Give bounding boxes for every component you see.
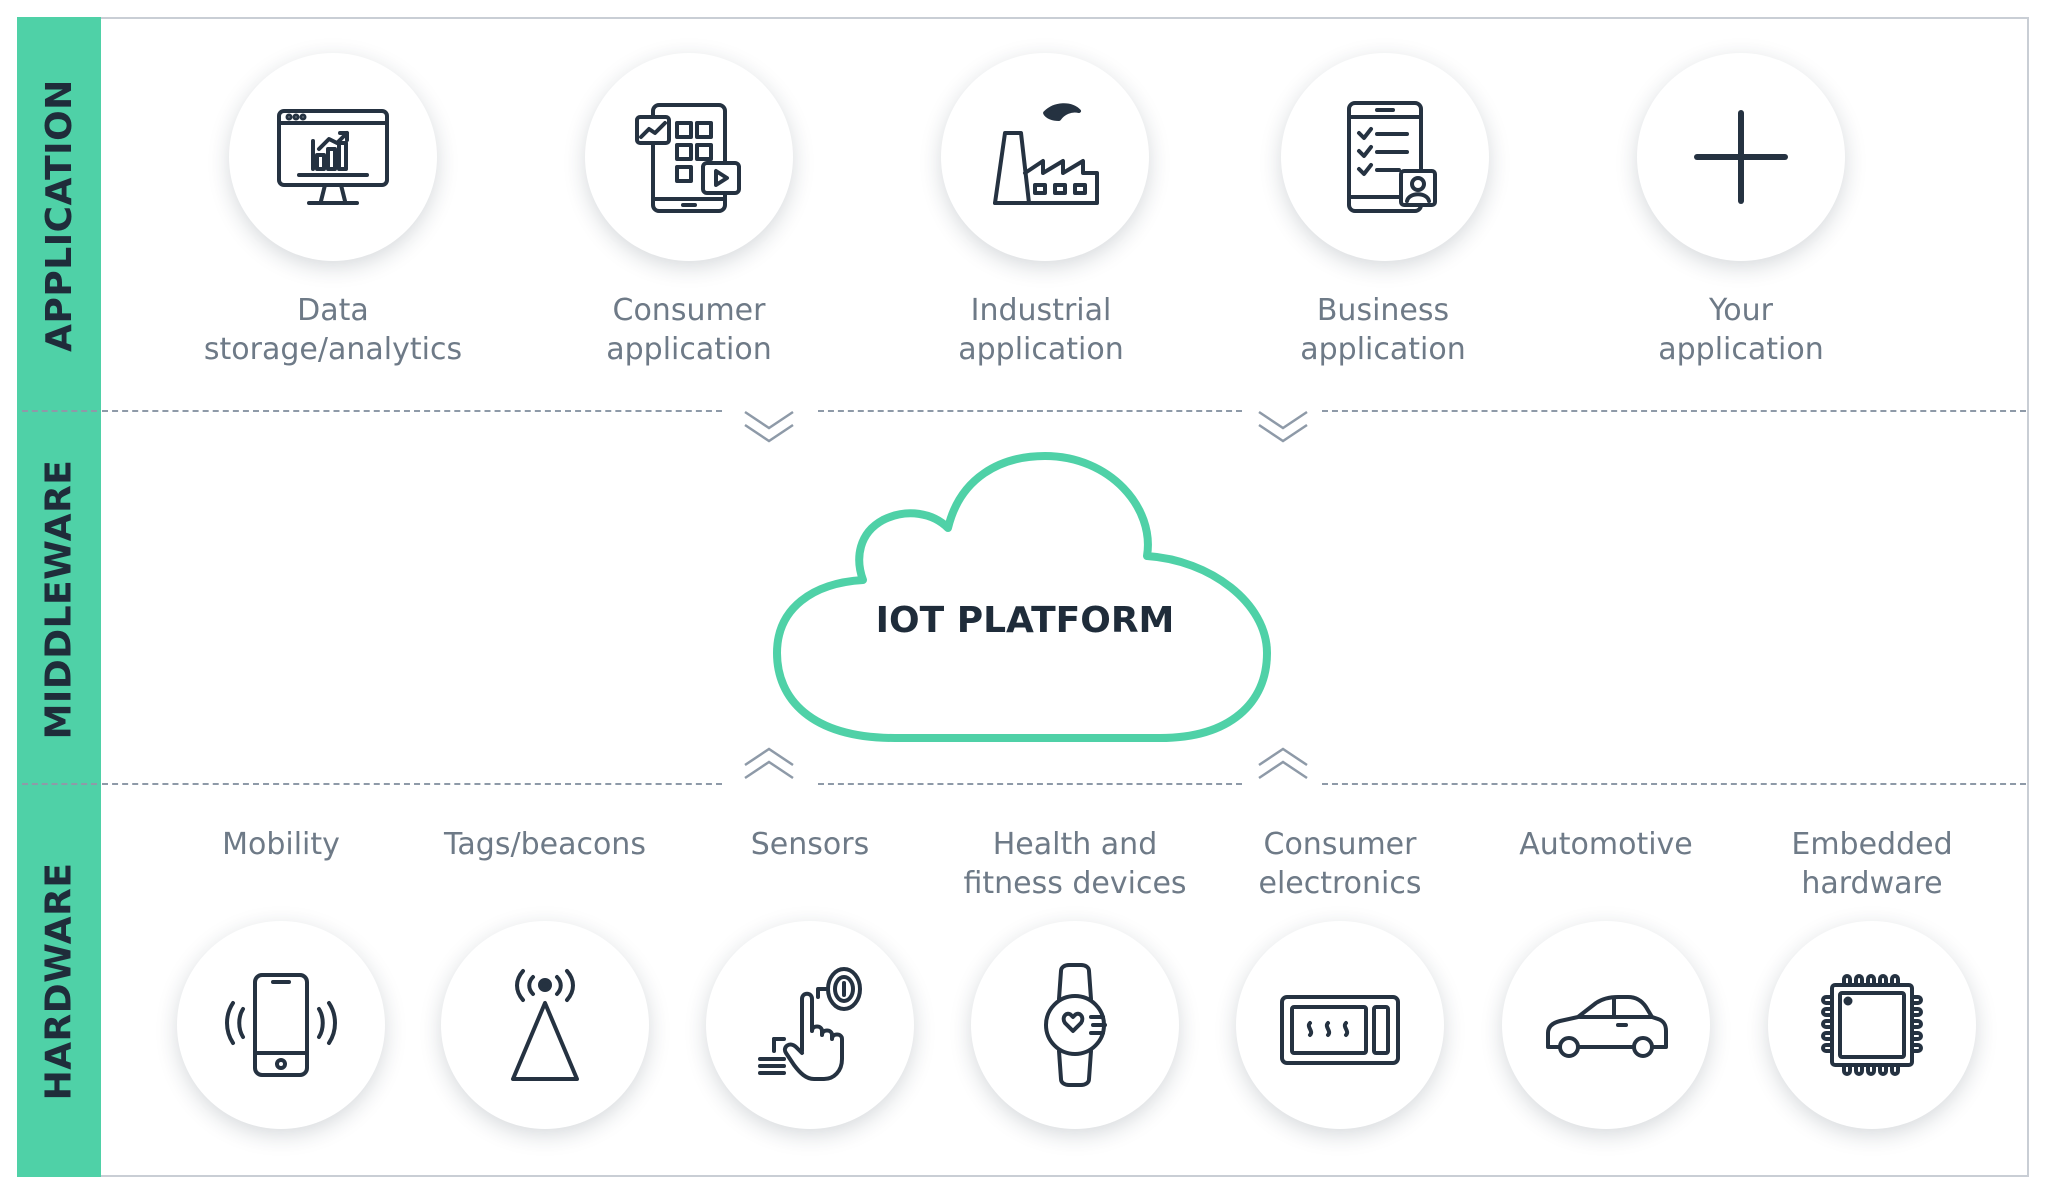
middleware-layer-text: MIDDLEWARE — [38, 459, 80, 739]
consumer-application-badge — [585, 53, 793, 261]
smartwatch-icon — [1044, 963, 1107, 1087]
embedded-hardware-badge — [1768, 921, 1976, 1129]
divider-bottom-left-stub — [22, 783, 97, 785]
iot-platform-label: IOT PLATFORM — [875, 600, 1175, 641]
hw-caption-sensors: Sensors — [750, 827, 870, 862]
layer-bar — [17, 17, 101, 1177]
hw-caption-automotive: Automotive — [1519, 827, 1693, 862]
middleware-layer-label: MIDDLEWARE — [17, 413, 101, 785]
application-layer-label: APPLICATION — [17, 17, 101, 413]
hw-caption-mobility: Mobility — [222, 827, 340, 862]
chevron-up-icon — [1258, 747, 1308, 780]
your-application-badge — [1637, 53, 1845, 261]
divider-top-middle — [818, 410, 1242, 412]
monitor-analytics-icon — [277, 109, 389, 205]
divider-top-right — [1322, 410, 2026, 412]
antenna-icon — [511, 969, 579, 1081]
automotive-badge — [1502, 921, 1710, 1129]
consumer-electronics-badge — [1236, 921, 1444, 1129]
tags-beacons-badge — [441, 921, 649, 1129]
divider-top-left — [102, 410, 722, 412]
divider-bottom-left — [102, 783, 722, 785]
cloud-icon — [773, 452, 1271, 742]
sensors-badge — [706, 921, 914, 1129]
mobility-badge — [177, 921, 385, 1129]
plus-icon — [1694, 110, 1788, 204]
hardware-layer-label: HARDWARE — [17, 785, 101, 1177]
divider-bottom-middle — [818, 783, 1242, 785]
divider-bottom-right — [1322, 783, 2026, 785]
application-layer-text: APPLICATION — [38, 78, 80, 352]
chip-icon — [1821, 974, 1923, 1076]
smartphone-icon — [225, 973, 337, 1077]
factory-icon — [993, 103, 1099, 205]
tablet-apps-icon — [635, 103, 741, 213]
chevron-down-icon — [1258, 410, 1308, 443]
chevron-up-icon — [744, 747, 794, 780]
car-icon — [1546, 995, 1668, 1058]
hardware-layer-text: HARDWARE — [38, 862, 80, 1100]
business-application-badge — [1281, 53, 1489, 261]
industrial-application-badge — [941, 53, 1149, 261]
divider-top-left-stub — [22, 410, 97, 412]
microwave-icon — [1280, 995, 1400, 1065]
hw-caption-tags-beacons: Tags/beacons — [444, 827, 646, 862]
health-fitness-badge — [971, 921, 1179, 1129]
data-storage-analytics-badge — [229, 53, 437, 261]
chevron-down-icon — [744, 410, 794, 443]
fingerprint-touch-icon — [758, 967, 862, 1081]
tablet-checklist-icon — [1347, 101, 1437, 213]
